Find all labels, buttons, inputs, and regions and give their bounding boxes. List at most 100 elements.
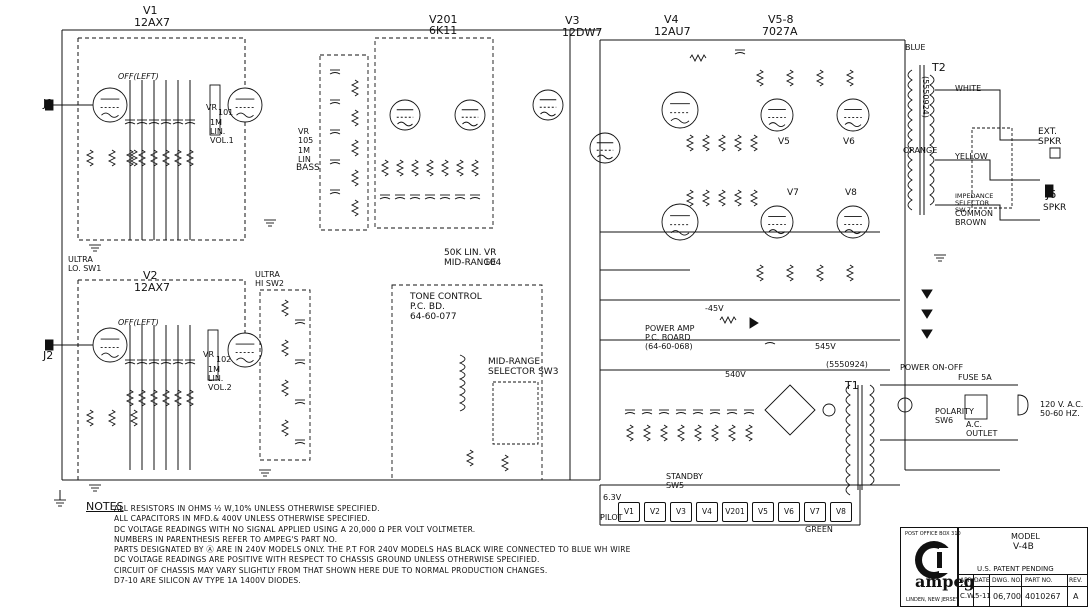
tube-v5-8-type: 7027A xyxy=(762,25,798,38)
resistor xyxy=(173,149,183,167)
ext-speaker-label: EXT. SPKR xyxy=(1038,127,1062,147)
note-item: ALL RESISTORS IN OHMS ½ W,10% UNLESS OTH… xyxy=(114,504,380,513)
resistor xyxy=(125,149,135,167)
wire-blue-label: BLUE xyxy=(905,43,926,52)
tube-v3-designator: V3 xyxy=(565,14,580,27)
tube-v1-designator: V1 xyxy=(143,4,158,17)
resistor xyxy=(350,109,360,127)
tone-stack-box xyxy=(319,54,369,231)
pilot-lamp-symbol xyxy=(897,397,913,413)
heater-v5-box: V5 xyxy=(752,502,774,522)
speaker-jack-symbol xyxy=(1045,184,1054,198)
vr102-label: VR xyxy=(203,350,215,359)
midrange-selector-switch xyxy=(492,381,539,445)
resistor xyxy=(676,424,686,442)
resistor xyxy=(350,79,360,97)
polarity-switch-label: POLARITY SW6 xyxy=(935,407,974,425)
wire-green-label: GREEN xyxy=(805,525,833,534)
resistor xyxy=(689,53,707,63)
resistor xyxy=(845,69,855,87)
tube-v3b-symbol xyxy=(589,132,621,164)
resistor xyxy=(85,409,95,427)
resistor xyxy=(465,449,475,467)
resistor xyxy=(733,189,743,207)
company-location: LINDEN, NEW JERSEY xyxy=(906,597,959,603)
vol1-label: 1M LIN. VOL.1 xyxy=(210,118,234,145)
rectifier-diode xyxy=(921,309,933,319)
note-item: NUMBERS IN PARENTHESIS REFER TO AMPEG'S … xyxy=(114,534,338,544)
midrange-pot-label: 50K LIN. MID-RANGE xyxy=(444,248,497,268)
volume-2-pot xyxy=(207,329,219,381)
bias-voltage-label: -45V xyxy=(705,304,724,313)
resistor xyxy=(85,149,95,167)
heater-voltage-label: 6.3V xyxy=(603,493,622,502)
resistor xyxy=(350,139,360,157)
input-jack-j1-label: J1 xyxy=(43,97,54,110)
resistor xyxy=(173,389,183,407)
wire-common-label: COMMON xyxy=(955,209,993,218)
output-transformer-primary xyxy=(907,69,913,211)
tube-v8-symbol xyxy=(836,205,870,239)
resistor xyxy=(129,149,139,167)
pilot-lamp-label: PILOT xyxy=(600,513,623,522)
power-transformer-secondary xyxy=(869,384,875,486)
midrange-selector-label: MID-RANGE SELECTOR SW3 xyxy=(488,357,559,377)
vol2-label: 1M LIN. VOL.2 xyxy=(208,365,232,392)
model-caption: MODEL xyxy=(1011,532,1040,541)
resistor xyxy=(755,264,765,282)
resistor xyxy=(625,424,635,442)
resistor xyxy=(749,134,759,152)
resistor xyxy=(185,149,195,167)
jack-j6-label: J6 xyxy=(1046,188,1057,201)
note-item: DC VOLTAGE READINGS ARE POSITIVE WITH RE… xyxy=(114,555,540,565)
wire-orange-label: ORANGE xyxy=(903,146,938,155)
resistor xyxy=(785,264,795,282)
value-dwg-no: 06,700 xyxy=(993,592,1021,601)
tube-v5-8-designator: V5-8 xyxy=(768,13,794,26)
wire-white-label: WHITE xyxy=(955,84,982,93)
resistor xyxy=(395,159,405,177)
impedance-selector-label: IMPEDANCE SELECTOR SW.7 xyxy=(955,192,994,214)
resistor xyxy=(161,389,171,407)
resistor xyxy=(137,149,147,167)
rectifier-diode xyxy=(921,329,933,339)
resistor xyxy=(280,379,290,397)
heater-v6-box: V6 xyxy=(778,502,800,522)
resistor xyxy=(350,169,360,187)
resistor xyxy=(642,424,652,442)
output-transformer-t2-label: T2 xyxy=(932,61,946,74)
bias-diode xyxy=(749,317,759,329)
header-part-no: PART NO. xyxy=(1025,577,1053,584)
vr104-label: VR 104 xyxy=(484,248,502,268)
resistor xyxy=(693,424,703,442)
resistor xyxy=(455,159,465,177)
resistor xyxy=(815,69,825,87)
resistor xyxy=(380,159,390,177)
resistor xyxy=(500,454,510,472)
resistor xyxy=(161,149,171,167)
note-item: ALL CAPACITORS IN MFD.& 400V UNLESS OTHE… xyxy=(114,514,371,524)
vr101-label: VR xyxy=(206,103,218,112)
resistor xyxy=(845,264,855,282)
brand-wordmark: ampeg xyxy=(915,572,975,591)
header-date: DATE xyxy=(974,577,990,584)
resistor xyxy=(280,419,290,437)
note-item: DC VOLTAGE READINGS WITH NO SIGNAL APPLI… xyxy=(114,524,476,534)
tone-control-board-box xyxy=(391,284,543,481)
volume-1-pot xyxy=(209,84,221,136)
company-address: POST OFFICE BOX 310 xyxy=(905,531,961,537)
power-transformer-primary xyxy=(845,384,851,496)
resistor xyxy=(659,424,669,442)
resistor xyxy=(149,149,159,167)
resistor xyxy=(440,159,450,177)
value-rev: A xyxy=(1073,592,1079,601)
resistor xyxy=(755,69,765,87)
resistor xyxy=(350,199,360,217)
tube-v4b-symbol xyxy=(661,203,699,241)
ultra-hi-box xyxy=(259,289,311,461)
impedance-selector-switch xyxy=(971,127,1013,209)
resistor xyxy=(749,189,759,207)
resistor xyxy=(137,389,147,407)
resistor xyxy=(280,299,290,317)
resistor xyxy=(185,389,195,407)
